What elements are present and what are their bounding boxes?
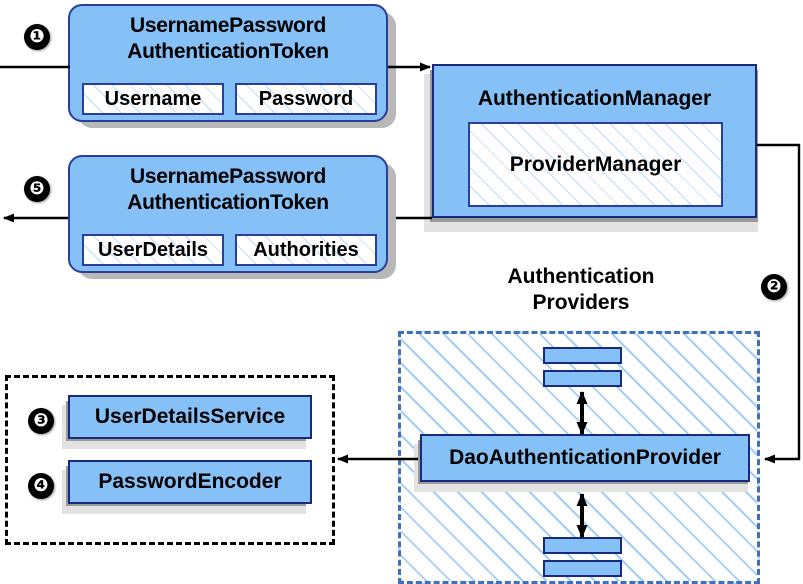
other-provider-bar-bottom-1[interactable]: [543, 537, 622, 554]
other-provider-bar-top-1[interactable]: [543, 347, 622, 364]
authentication-providers-title-line1: Authentication: [507, 265, 655, 288]
response-token-title-line2: AuthenticationToken: [127, 191, 329, 214]
request-token-title-line1: UsernamePassword: [130, 14, 326, 37]
other-provider-bar-top-2[interactable]: [543, 370, 622, 387]
password-encoder-box[interactable]: PasswordEncoder: [68, 460, 312, 504]
authentication-manager-box[interactable]: AuthenticationManager ProviderManager: [432, 64, 757, 218]
step-marker-1: ❶: [24, 24, 50, 50]
dao-authentication-provider-box[interactable]: DaoAuthenticationProvider: [420, 434, 750, 482]
step-marker-4: ❹: [28, 473, 54, 499]
response-token-field-authorities: Authorities: [235, 234, 377, 266]
request-token-field-username: Username: [82, 83, 224, 115]
authentication-providers-title-line2: Providers: [532, 291, 630, 314]
response-token-title-line1: UsernamePassword: [130, 165, 326, 188]
authentication-manager-title: AuthenticationManager: [477, 87, 712, 110]
response-token-field-userdetails: UserDetails: [82, 234, 224, 266]
request-token-field-password: Password: [235, 83, 377, 115]
user-details-service-box[interactable]: UserDetailsService: [68, 395, 312, 439]
response-token-box[interactable]: UsernamePassword AuthenticationToken Use…: [68, 155, 388, 273]
provider-manager-box[interactable]: ProviderManager: [468, 122, 723, 207]
other-provider-bar-bottom-2[interactable]: [543, 560, 622, 577]
step-marker-5: ❺: [24, 176, 50, 202]
step-marker-3: ❸: [28, 408, 54, 434]
step-marker-2: ❷: [761, 274, 787, 300]
request-token-box[interactable]: UsernamePassword AuthenticationToken Use…: [68, 4, 388, 122]
request-token-title-line2: AuthenticationToken: [127, 40, 329, 63]
